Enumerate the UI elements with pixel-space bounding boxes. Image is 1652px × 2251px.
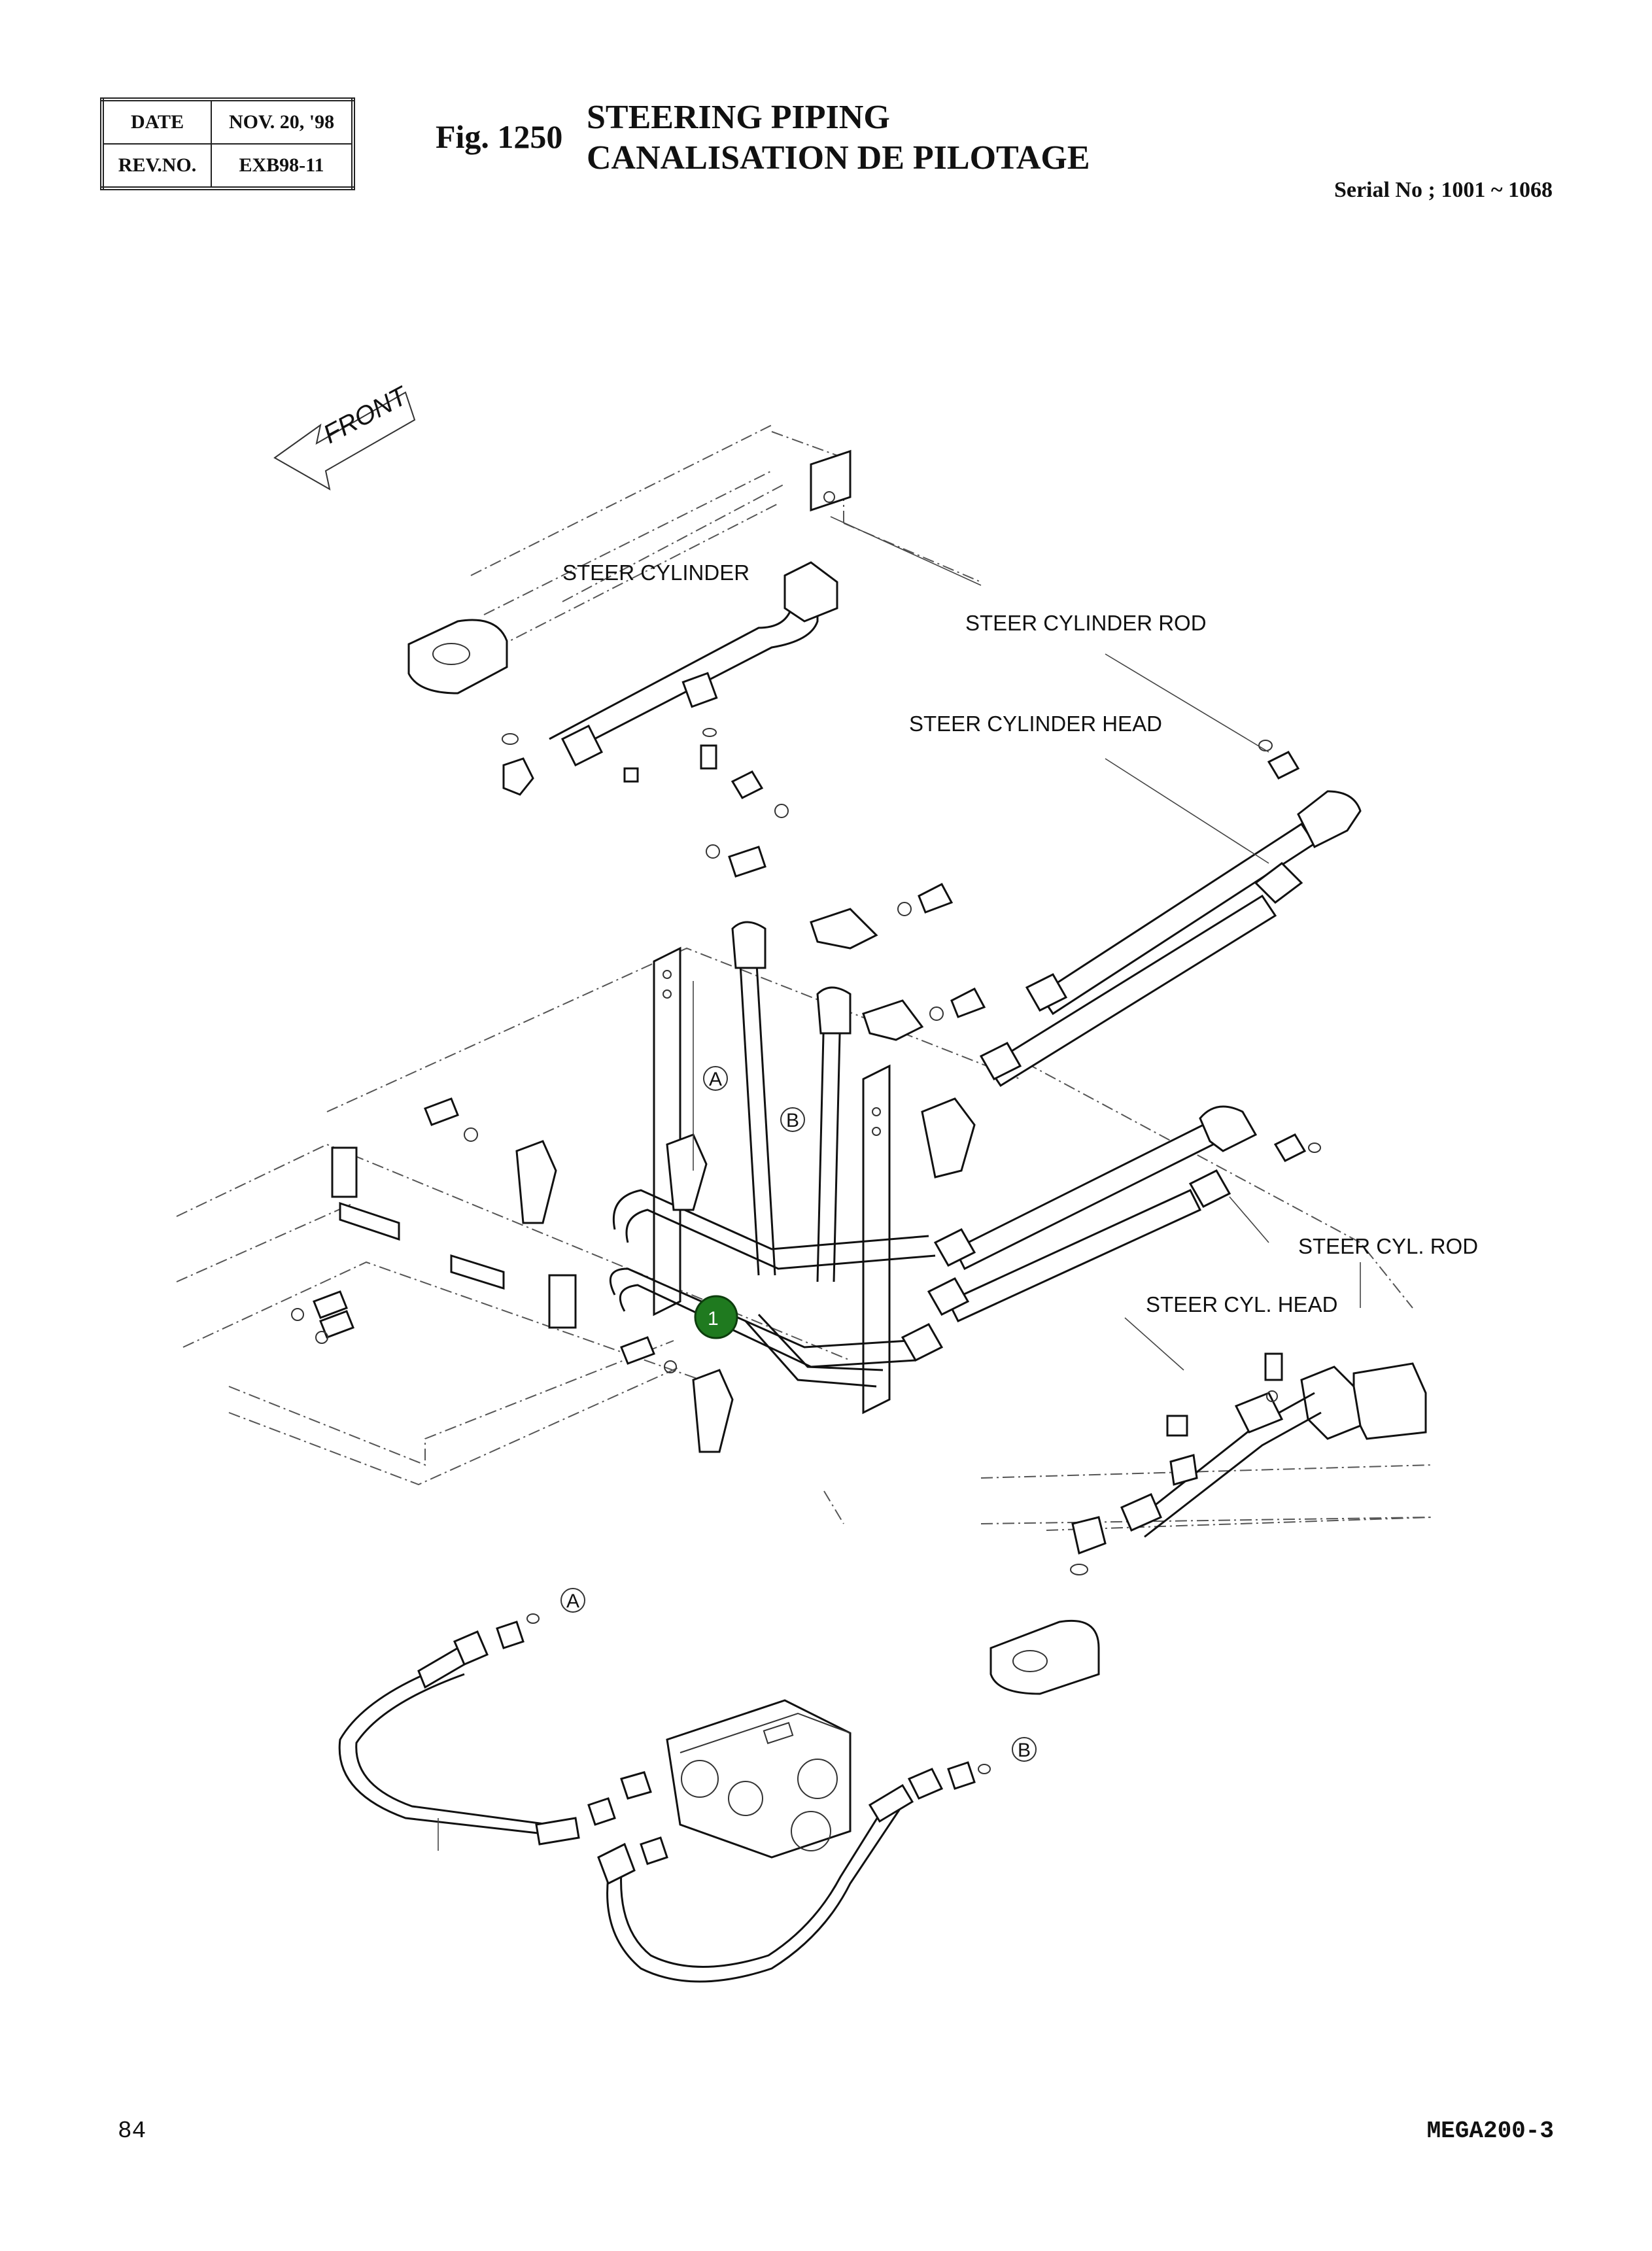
front-label: FRONT [318, 381, 413, 449]
rev-value: EXB98-11 [211, 143, 354, 189]
front-arrow-icon: FRONT [273, 381, 416, 490]
date-label: DATE [101, 99, 213, 145]
clamps [515, 908, 976, 1453]
callout-b-lower: B [1012, 1737, 1037, 1762]
mounting-plates [653, 946, 891, 1415]
callout-b-upper: B [780, 1107, 805, 1132]
left-side-fasteners [291, 1097, 677, 1373]
label-steer-cylinder: STEER CYLINDER [562, 560, 749, 585]
figure-number: Fig. 1250 [436, 118, 563, 155]
callout-a-lower: A [560, 1588, 585, 1613]
title-english: STEERING PIPING [587, 99, 890, 136]
lower-steer-cylinder [989, 1352, 1433, 1695]
revision-table: DATE NOV. 20, '98 REV.NO. EXB98-11 [100, 97, 355, 190]
steering-valve [666, 1699, 852, 1859]
callout-b-lower-text: B [1018, 1740, 1031, 1761]
highlight-marker-1[interactable]: 1 [694, 1295, 738, 1339]
label-steer-cylinder-head: STEER CYLINDER HEAD [909, 712, 1162, 736]
upper-fasteners [502, 728, 986, 1021]
highlight-marker-1-text: 1 [708, 1308, 719, 1330]
date-value: NOV. 20, '98 [211, 99, 354, 145]
callout-a-lower-text: A [566, 1590, 579, 1612]
callout-b-upper-text: B [786, 1110, 799, 1131]
upper-steer-cylinder [407, 449, 852, 695]
leader-lines [438, 516, 1361, 1851]
central-tube-bundle [609, 921, 936, 1388]
callout-a-upper-text: A [709, 1069, 722, 1090]
rev-label: REV.NO. [101, 143, 213, 189]
callout-a-upper: A [703, 1066, 728, 1091]
page-number: 84 [118, 2118, 146, 2144]
valve-hoses [338, 1613, 991, 1983]
title-french: CANALISATION DE PILOTAGE [587, 139, 1090, 177]
label-steer-cyl-rod: STEER CYL. ROD [1298, 1234, 1478, 1258]
label-steer-cylinder-rod: STEER CYLINDER ROD [965, 611, 1207, 635]
lower-right-hoses [901, 1105, 1321, 1362]
upper-right-hoses [979, 740, 1362, 1088]
label-steer-cyl-head: STEER CYL. HEAD [1146, 1292, 1337, 1316]
serial-number: Serial No ; 1001 ~ 1068 [1334, 178, 1553, 202]
model-code: MEGA200-3 [1426, 2118, 1554, 2144]
upper-cylinder-pipes [502, 561, 838, 796]
